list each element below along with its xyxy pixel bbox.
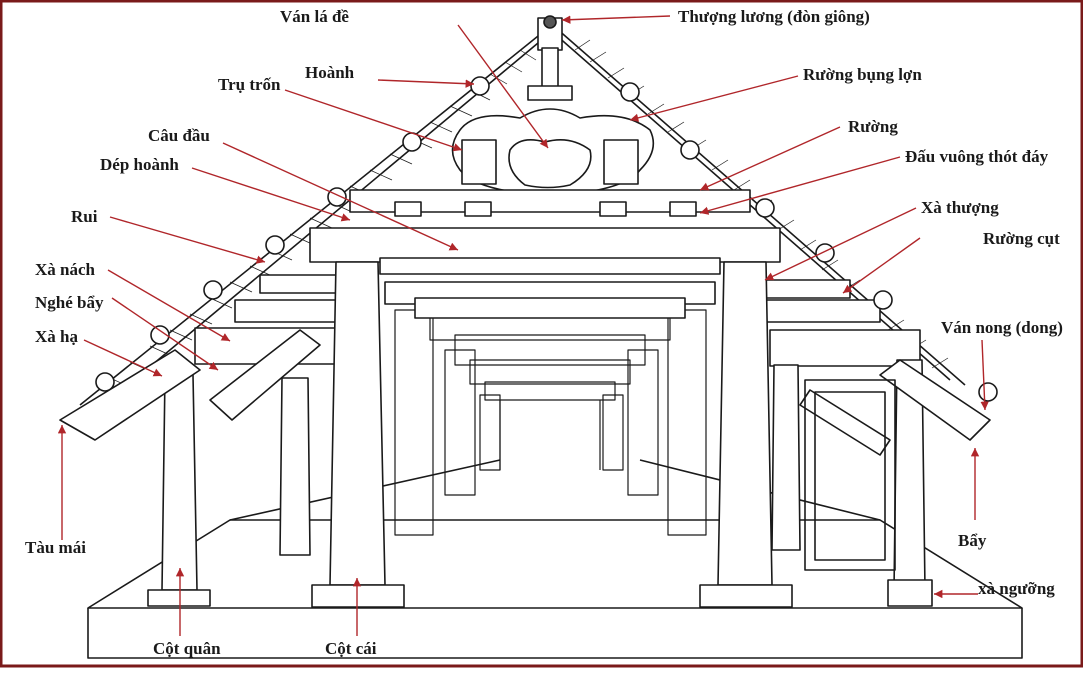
base-platform [87,459,1023,659]
leader-arrows [57,15,989,636]
label-xa-nguong: xà ngưỡng [978,579,1055,598]
label-hoanh: Hoành [305,63,355,82]
label-cot-quan: Cột quân [153,639,221,658]
leaf-panel [451,108,655,206]
label-ruong-bung-lon: Rường bụng lợn [803,65,922,84]
label-xa-nach: Xà nách [35,260,96,279]
label-cau-dau: Câu đầu [148,126,210,145]
structure-drawing [59,15,1023,659]
side-wall [804,379,896,571]
label-dep-hoanh: Dép hoành [100,155,179,174]
eave-brackets [59,329,991,456]
corridor-frames [394,299,707,536]
columns [147,261,933,608]
label-cot-cai: Cột cái [325,639,377,658]
labels: Ván lá đề Thượng lương (đòn giông) Hoành… [25,7,1063,658]
label-van-nong: Ván nong (dong) [941,318,1063,337]
label-ruong-cut: Rường cụt [983,229,1060,248]
label-rui: Rui [71,207,98,226]
upper-beams [309,189,781,319]
label-dau-vuong-thot-day: Đấu vuông thót đáy [905,147,1049,166]
label-van-la-de: Ván lá đề [280,7,349,26]
purlins [95,76,998,402]
ridge-post [527,15,573,101]
label-tau-mai: Tàu mái [25,538,86,557]
label-xa-ha: Xà hạ [35,327,78,346]
label-bay: Bẩy [958,531,987,550]
label-ruong: Rường [848,117,898,136]
label-xa-thuong: Xà thượng [921,198,999,217]
label-thuong-luong: Thượng lương (đòn giông) [678,7,870,26]
label-tru-tron: Trụ trốn [218,75,281,94]
label-nghe-bay: Nghé bẩy [35,293,104,312]
